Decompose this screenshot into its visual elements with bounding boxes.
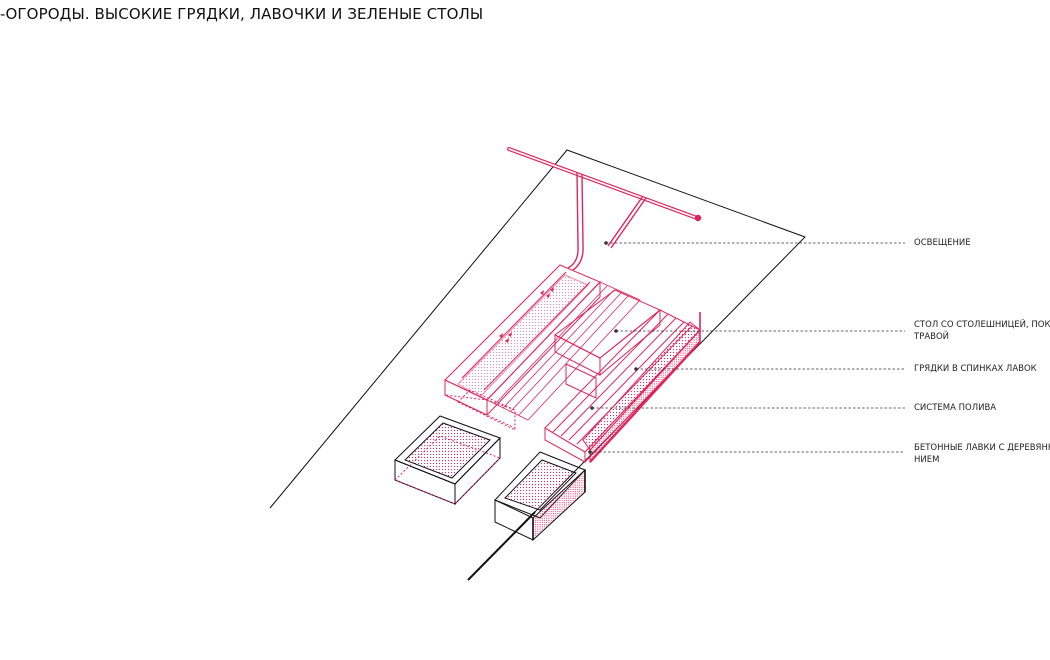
ground-front-edge xyxy=(467,511,536,581)
bench-left xyxy=(444,264,641,431)
callout-label-lighting: ОСВЕЩЕНИЕ xyxy=(914,238,971,248)
bench-right xyxy=(544,309,701,464)
callout-label-irrigation: СИСТЕМА ПОЛИВА xyxy=(914,403,997,413)
callout-label-bench-planters: ГРЯДКИ В СПИНКАХ ЛАВОК xyxy=(914,364,1037,374)
callout-label-concrete-benches: БЕТОННЫЕ ЛАВКИ С ДЕРЕВЯННЫМ НИЕМ xyxy=(914,443,1050,465)
callout-dots xyxy=(588,241,638,454)
plant-markers xyxy=(499,287,554,343)
planter-box-front xyxy=(494,451,586,542)
callout-leaders xyxy=(590,242,905,453)
callout-label-grass-table: СТОЛ СО СТОЛЕШНИЦЕЙ, ПОКРЫТОЙ ТРАВОЙ xyxy=(914,320,1050,342)
planter-box-left xyxy=(394,415,501,506)
lighting-pole xyxy=(507,147,702,271)
page-title: -ОГОРОДЫ. ВЫСОКИЕ ГРЯДКИ, ЛАВОЧКИ И ЗЕЛЕ… xyxy=(0,5,484,23)
